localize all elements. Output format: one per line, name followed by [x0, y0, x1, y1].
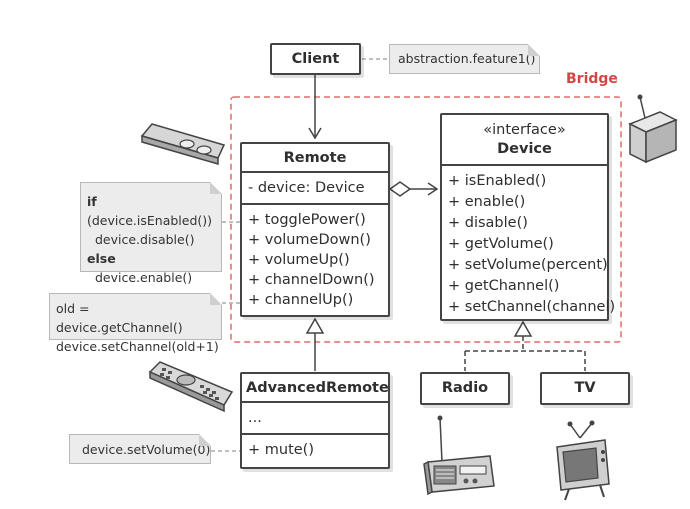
toggle-note-line: device.enable(): [95, 270, 193, 285]
remote-method: + volumeDown(): [248, 232, 371, 248]
channel-up-note: old = device.getChannel() device.setChan…: [49, 293, 222, 354]
note-fold-icon: [199, 434, 211, 446]
client-class[interactable]: Client: [270, 43, 361, 75]
device-method: + getChannel(): [448, 278, 560, 294]
remote-fields: - device: Device: [242, 173, 388, 205]
radio-icon: [423, 415, 495, 496]
mute-note-text: device.setVolume(0): [82, 442, 211, 457]
toggle-note-line: device.disable(): [95, 232, 195, 247]
client-note-text: abstraction.feature1(): [398, 51, 536, 66]
remote-method: + volumeUp(): [248, 252, 350, 268]
device-interface-name: Device: [497, 141, 552, 157]
device-method: + setChannel(channel): [448, 299, 616, 315]
toggle-note-line: if (device.isEnabled()): [87, 194, 213, 228]
mute-note: device.setVolume(0): [69, 434, 211, 464]
channel-note-line: old = device.getChannel(): [56, 301, 183, 335]
remote-method: + channelUp(): [248, 292, 354, 308]
toggle-power-note: if (device.isEnabled()) device.disable()…: [80, 182, 222, 285]
bridge-label: Bridge: [566, 71, 618, 87]
device-interface[interactable]: «interface» Device + isEnabled() + enabl…: [440, 113, 616, 323]
device-stereotype: «interface»: [483, 122, 566, 138]
note-fold-icon: [210, 182, 222, 194]
device-interface-header: «interface» Device: [442, 115, 607, 166]
radio-class[interactable]: Radio: [420, 372, 510, 405]
client-remote-association: [308, 75, 322, 140]
note-fold-icon: [528, 44, 540, 56]
bridge-boundary: [230, 96, 622, 343]
note-fold-icon: [210, 293, 222, 305]
device-method: + setVolume(percent): [448, 257, 608, 273]
device-method: + getVolume(): [448, 236, 554, 252]
device-method: + enable(): [448, 194, 526, 210]
device-methods: + isEnabled() + enable() + disable() + g…: [442, 166, 616, 323]
client-note: abstraction.feature1(): [389, 44, 540, 74]
remote-method: + togglePower(): [248, 212, 366, 228]
advanced-remote-field: ...: [248, 410, 262, 426]
remote-control-icon: [140, 123, 226, 165]
device-box-icon: [628, 94, 678, 164]
remote-field-device: - device: Device: [248, 180, 365, 196]
toggle-note-line: else: [87, 251, 116, 266]
tv-class[interactable]: TV: [540, 372, 630, 405]
channel-note-line: device.setChannel(old+1): [56, 339, 219, 354]
remote-methods: + togglePower() + volumeDown() + volumeU…: [242, 205, 388, 315]
advanced-remote-icon: [148, 361, 234, 413]
remote-method: + channelDown(): [248, 272, 375, 288]
advanced-remote-methods: + mute(): [242, 435, 388, 465]
advanced-remote-inheritance: [305, 317, 325, 371]
advanced-remote-class[interactable]: AdvancedRemote ... + mute(): [240, 372, 390, 469]
advanced-remote-fields: ...: [242, 403, 388, 435]
advanced-remote-method: + mute(): [248, 442, 314, 458]
device-method: + isEnabled(): [448, 173, 547, 189]
remote-class[interactable]: Remote - device: Device + togglePower() …: [240, 142, 390, 317]
advanced-remote-name: AdvancedRemote: [242, 374, 389, 403]
device-realization: [464, 320, 586, 371]
device-method: + disable(): [448, 215, 528, 231]
remote-class-name: Remote: [242, 144, 388, 173]
remote-device-aggregation: [388, 181, 439, 197]
tv-icon: [556, 420, 610, 501]
